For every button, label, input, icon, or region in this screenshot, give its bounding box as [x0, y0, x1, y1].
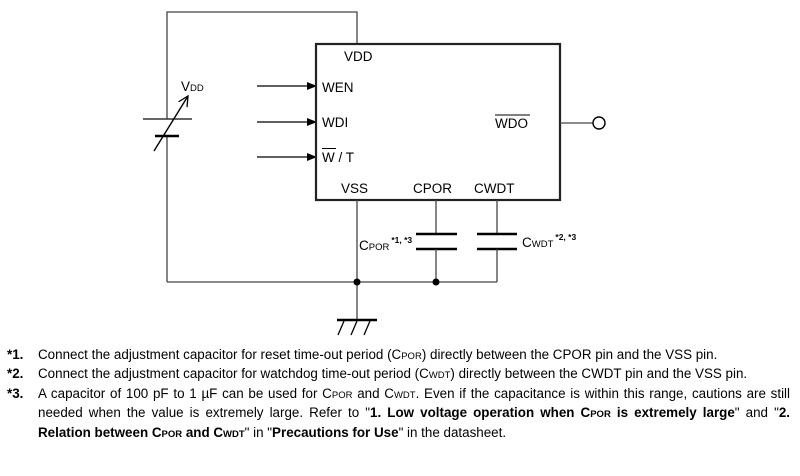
pin-label-cwdt: CWDT: [474, 181, 515, 196]
wdo-output-terminal: [592, 116, 606, 130]
subscript-text: POR: [401, 351, 422, 362]
subscript-text: POR: [590, 409, 611, 421]
ground-icon: [337, 318, 377, 336]
footnote-text: Connect the adjustment capacitor for res…: [38, 346, 790, 365]
cwdt-capacitor-icon: [477, 200, 517, 282]
cpor-capacitor-icon: [416, 200, 457, 282]
pin-label-wdi: WDI: [322, 115, 348, 130]
footnotes: *1. Connect the adjustment capacitor for…: [0, 346, 800, 443]
pin-label-wdo: WDO: [495, 114, 530, 131]
footnote-1: *1. Connect the adjustment capacitor for…: [0, 346, 800, 365]
bold-text: 1. Low voltage operation when C: [370, 405, 591, 421]
subscript-text: POR: [331, 389, 353, 401]
text-run: A capacitor of 100 pF to 1 µF can be use…: [38, 385, 332, 401]
pin-label-wt: W / T: [322, 148, 354, 165]
text-run: ) directly between the CPOR pin and the …: [421, 347, 718, 362]
svg-text:W / T: W / T: [322, 150, 354, 165]
cwdt-label: CWDT*2, *3: [522, 232, 576, 250]
pin-label-vss: VSS: [341, 181, 368, 196]
text-run: . Even if the capacitance is within this…: [38, 385, 791, 421]
bold-text: and C: [182, 424, 224, 440]
text-run: Connect the adjustment capacitor for wat…: [38, 366, 429, 382]
circuit-diagram: VDD VDD WEN WDI W / T WDO VSS CPOR CWDT …: [143, 11, 606, 336]
text-run: ) directly between the CWDT pin and the …: [450, 366, 748, 382]
bold-text: Precautions for Use: [272, 424, 399, 440]
text-run: Connect the adjustment capacitor for res…: [38, 347, 402, 362]
vdd-supply-wire: [166, 11, 358, 119]
subscript-text: POR: [161, 428, 183, 440]
svg-text:WDO: WDO: [495, 116, 528, 131]
junction-dot-vss: [353, 278, 361, 286]
footnote-number: *1.: [7, 347, 24, 362]
cpor-label: CPOR*1, *3: [359, 235, 412, 253]
bold-text: 2. Relation between C: [38, 405, 790, 440]
pin-label-vdd: VDD: [344, 49, 373, 64]
ic-block: [314, 42, 562, 202]
text-run: and C: [352, 385, 394, 401]
bold-text: is extremely large: [610, 405, 735, 421]
variable-voltage-source-icon: [143, 96, 192, 152]
subscript-text: WDT: [393, 389, 416, 401]
footnote-number: *2.: [7, 366, 24, 382]
pin-label-wen: WEN: [322, 80, 354, 95]
footnote-3: *3. A capacitor of 100 pF to 1 µF can be…: [0, 385, 800, 443]
text-run: " in ": [244, 424, 273, 440]
vdd-source-label: VDD: [181, 79, 204, 94]
subscript-text: WDT: [428, 370, 451, 382]
pin-label-cpor: CPOR: [413, 181, 452, 196]
text-run: " in the datasheet.: [398, 424, 507, 440]
footnote-text: A capacitor of 100 pF to 1 µF can be use…: [38, 385, 790, 443]
junction-dot-cpor: [432, 278, 440, 286]
footnote-text: Connect the adjustment capacitor for wat…: [38, 365, 790, 384]
footnote-number: *3.: [7, 385, 24, 401]
text-run: " and ": [734, 405, 779, 421]
footnote-2: *2. Connect the adjustment capacitor for…: [0, 365, 800, 384]
subscript-text: WDT: [223, 428, 245, 440]
